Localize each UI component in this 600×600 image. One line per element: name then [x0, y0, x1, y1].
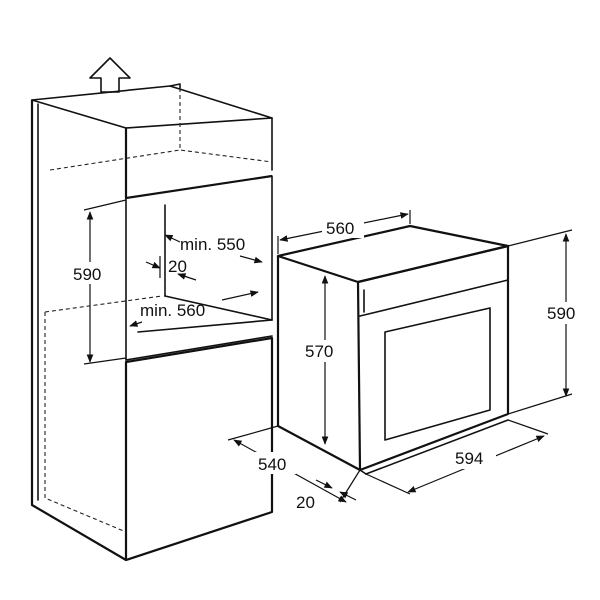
hidden-lines — [44, 88, 273, 533]
oven-side-height-dim — [300, 275, 348, 445]
oven-top-width-label: 560 — [326, 219, 354, 238]
cabinet-depth-dim — [164, 234, 263, 264]
oven-depth-label: 540 — [258, 455, 286, 474]
oven-front-height-dim — [507, 229, 588, 415]
oven-front-height-label: 590 — [547, 304, 575, 323]
oven-front-thickness-label: 20 — [296, 493, 315, 512]
cabinet — [30, 83, 274, 562]
oven-front-width-dim — [365, 419, 549, 495]
oven-side-height-label: 570 — [305, 342, 333, 361]
cabinet-gap-label: 20 — [168, 257, 187, 276]
cabinet-gap-dim — [145, 256, 197, 281]
up-arrow-icon — [89, 57, 131, 93]
cabinet-depth-label: min. 550 — [180, 235, 245, 254]
cabinet-width-dim — [129, 290, 259, 327]
oven-top-width-dim — [277, 210, 411, 254]
cabinet-height-dim — [70, 199, 127, 365]
oven-front-width-label: 594 — [455, 449, 483, 468]
oven-front-thickness-dim — [315, 479, 357, 501]
cabinet-width-label: min. 560 — [140, 301, 205, 320]
cabinet-height-label: 590 — [73, 265, 101, 284]
oven-depth-dim — [227, 425, 361, 503]
